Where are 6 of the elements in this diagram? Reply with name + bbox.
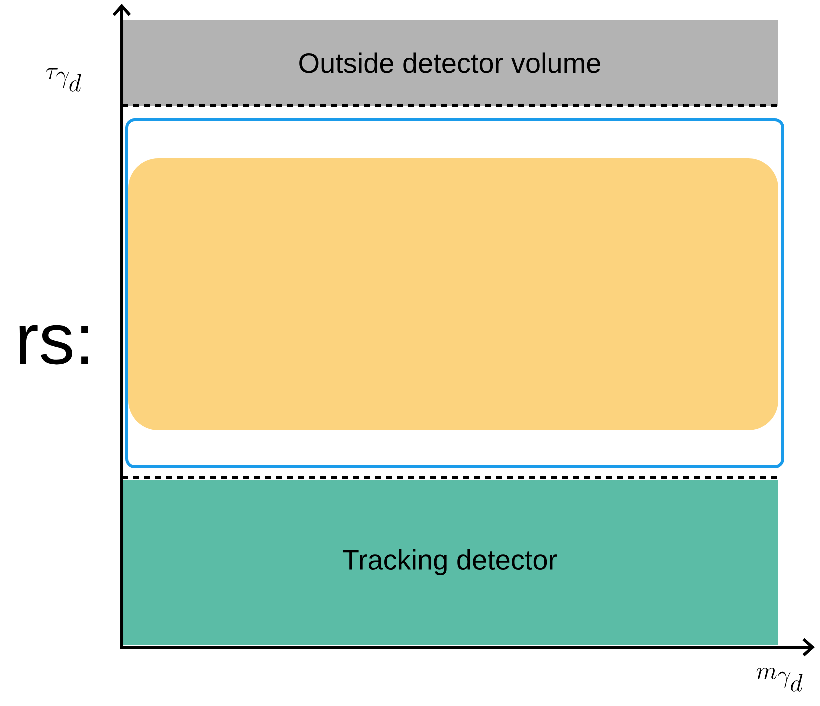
tracking-detector-band: Tracking detector: [122, 480, 778, 645]
axis-label: $m_{\gamma_d}$: [756, 668, 803, 692]
axis-label: $\tau_{\gamma_d}$: [46, 68, 82, 92]
partial-text: rs:: [20, 325, 88, 365]
signal-region-box: [128, 158, 778, 430]
outside-volume-band: Outside detector volume: [122, 20, 778, 106]
